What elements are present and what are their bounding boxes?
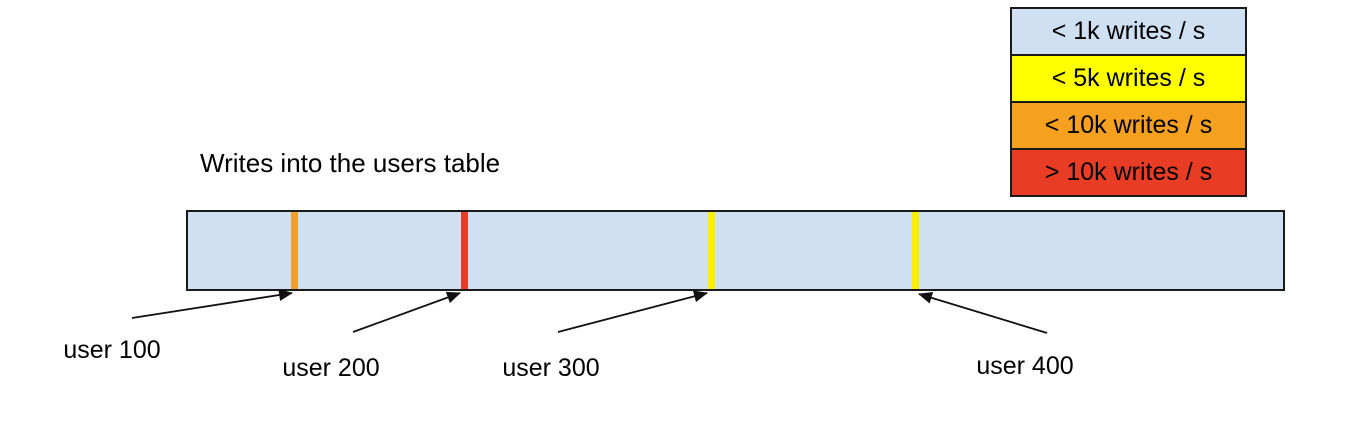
marker-user-400 (912, 212, 919, 289)
marker-user-200 (461, 212, 468, 289)
legend-item-0: < 1k writes / s (1010, 7, 1247, 56)
arrow-user-100 (131, 289, 293, 319)
legend-item-2: < 10k writes / s (1010, 101, 1247, 150)
legend-item-label: < 10k writes / s (1044, 111, 1213, 139)
label-user-200: user 200 (282, 354, 380, 382)
marker-user-100 (291, 212, 298, 289)
arrow-user-200 (352, 291, 461, 333)
legend-item-3: > 10k writes / s (1010, 148, 1247, 197)
legend-item-label: > 10k writes / s (1044, 158, 1213, 186)
diagram-title: Writes into the users table (200, 148, 501, 178)
marker-user-300 (708, 212, 715, 289)
arrow-user-400 (918, 292, 1048, 334)
label-user-400: user 400 (976, 352, 1074, 380)
legend-item-1: < 5k writes / s (1010, 54, 1247, 103)
legend-item-label: < 5k writes / s (1051, 64, 1206, 92)
arrow-user-300 (557, 290, 708, 333)
users-table-bar (186, 210, 1285, 291)
label-user-300: user 300 (502, 354, 600, 382)
legend: < 1k writes / s < 5k writes / s < 10k writ… (1010, 7, 1247, 197)
label-user-100: user 100 (63, 336, 161, 364)
legend-item-label: < 1k writes / s (1051, 17, 1206, 45)
